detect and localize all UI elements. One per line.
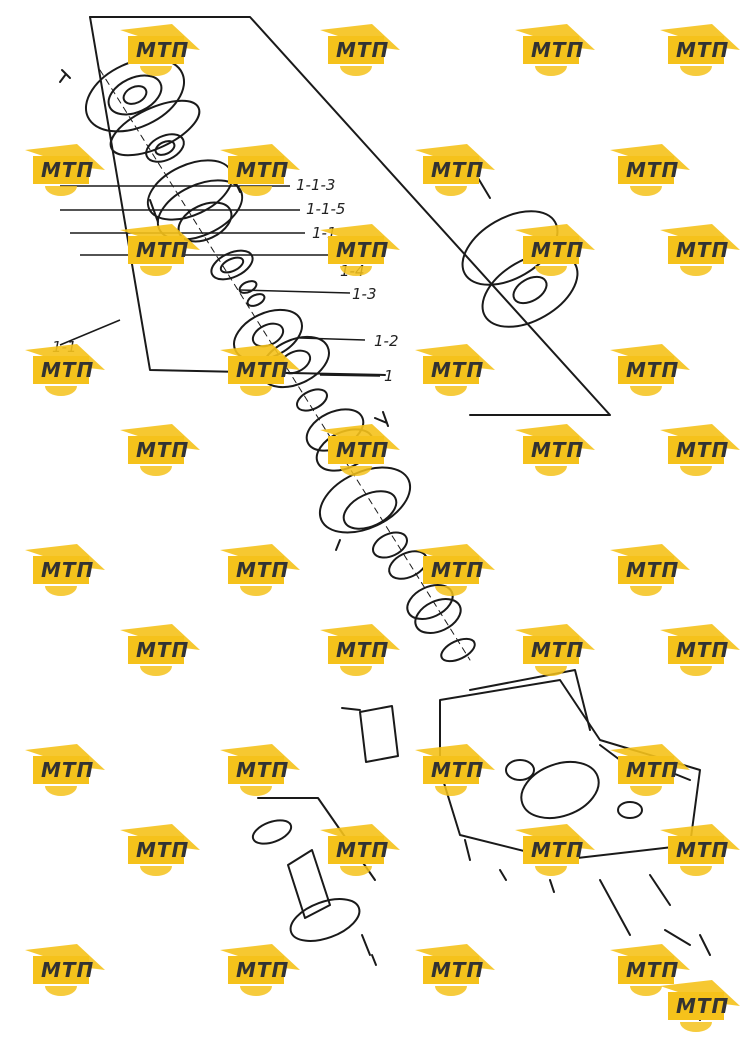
mtp-watermark-logo: МТП	[110, 20, 206, 82]
watermark-text: МТП	[236, 558, 290, 582]
mtp-watermark-logo: МТП	[650, 420, 746, 482]
mtp-watermark-logo: МТП	[210, 140, 306, 202]
mtp-watermark-logo: МТП	[110, 820, 206, 882]
mtp-watermark-logo: МТП	[600, 540, 696, 602]
watermark-text: МТП	[676, 238, 730, 262]
mtp-watermark-logo: МТП	[15, 140, 111, 202]
mtp-watermark-logo: МТП	[505, 20, 601, 82]
mtp-watermark-logo: МТП	[210, 940, 306, 1002]
watermark-text: МТП	[626, 758, 680, 782]
mtp-watermark-logo: МТП	[210, 340, 306, 402]
callout-1-1-3: 1-1-3	[296, 176, 335, 194]
watermark-text: МТП	[676, 38, 730, 62]
callout-1-1-5: 1-1-5	[306, 200, 345, 218]
watermark-text: МТП	[531, 838, 585, 862]
assembly-bracket	[89, 16, 611, 416]
watermark-text: МТП	[336, 638, 390, 662]
watermark-text: МТП	[626, 558, 680, 582]
watermark-text: МТП	[336, 238, 390, 262]
mtp-watermark-logo: МТП	[600, 140, 696, 202]
mtp-watermark-logo: МТП	[405, 340, 501, 402]
mtp-watermark-logo: МТП	[110, 620, 206, 682]
watermark-text: МТП	[41, 758, 95, 782]
mtp-watermark-logo: МТП	[650, 820, 746, 882]
callout-1-3: 1-3	[352, 285, 377, 303]
seal-ring	[440, 637, 476, 663]
watermark-text: МТП	[236, 758, 290, 782]
mtp-watermark-logo: МТП	[505, 620, 601, 682]
watermark-text: МТП	[431, 558, 485, 582]
watermark-text: МТП	[236, 958, 290, 982]
mtp-watermark-logo: МТП	[210, 540, 306, 602]
callout-1-2: 1-2	[374, 332, 399, 350]
small-bearing	[145, 133, 185, 163]
center-axis	[99, 69, 471, 661]
mtp-watermark-logo: МТП	[405, 740, 501, 802]
mtp-watermark-logo: МТП	[600, 740, 696, 802]
watermark-text: МТП	[336, 38, 390, 62]
watermark-text: МТП	[626, 158, 680, 182]
watermark-text: МТП	[236, 158, 290, 182]
mtp-watermark-logo: МТП	[505, 420, 601, 482]
mtp-watermark-logo: МТП	[210, 740, 306, 802]
watermark-text: МТП	[531, 238, 585, 262]
watermark-text: МТП	[136, 238, 190, 262]
mtp-watermark-logo: МТП	[600, 940, 696, 1002]
mtp-watermark-logo: МТП	[505, 820, 601, 882]
mtp-watermark-logo: МТП	[650, 220, 746, 282]
mtp-watermark-logo: МТП	[15, 940, 111, 1002]
watermark-text: МТП	[531, 638, 585, 662]
watermark-text: МТП	[41, 958, 95, 982]
mtp-watermark-logo: МТП	[505, 220, 601, 282]
mtp-watermark-logo: МТП	[310, 220, 406, 282]
mtp-watermark-logo: МТП	[650, 976, 746, 1038]
mtp-watermark-logo: МТП	[405, 140, 501, 202]
watermark-text: МТП	[136, 638, 190, 662]
bearing-1-4	[210, 249, 254, 281]
watermark-text: МТП	[336, 438, 390, 462]
watermark-text: МТП	[431, 358, 485, 382]
mtp-watermark-logo: МТП	[110, 220, 206, 282]
mtp-watermark-logo: МТП	[310, 420, 406, 482]
watermark-text: МТП	[136, 438, 190, 462]
cover-flange	[59, 57, 186, 133]
mtp-watermark-logo: МТП	[650, 20, 746, 82]
output-shaft	[287, 849, 377, 966]
mtp-watermark-logo: МТП	[15, 540, 111, 602]
o-ring	[109, 99, 201, 157]
watermark-text: МТП	[41, 558, 95, 582]
mtp-watermark-logo: МТП	[15, 340, 111, 402]
mtp-watermark-logo: МТП	[15, 740, 111, 802]
watermark-text: МТП	[676, 994, 730, 1018]
callout-1: 1	[384, 367, 394, 385]
watermark-text: МТП	[336, 838, 390, 862]
watermark-text: МТП	[236, 358, 290, 382]
mtp-watermark-logo: МТП	[310, 620, 406, 682]
watermark-text: МТП	[676, 838, 730, 862]
gasket-plate	[359, 705, 399, 763]
watermark-text: МТП	[431, 758, 485, 782]
watermark-text: МТП	[136, 838, 190, 862]
watermark-text: МТП	[626, 958, 680, 982]
watermark-text: МТП	[41, 358, 95, 382]
watermark-text: МТП	[626, 358, 680, 382]
watermark-text: МТП	[431, 158, 485, 182]
output-seal	[251, 819, 293, 845]
mtp-watermark-logo: МТП	[310, 820, 406, 882]
mtp-watermark-logo: МТП	[405, 540, 501, 602]
watermark-text: МТП	[136, 38, 190, 62]
mtp-watermark-logo: МТП	[405, 940, 501, 1002]
watermark-text: МТП	[676, 438, 730, 462]
mtp-watermark-logo: МТП	[110, 420, 206, 482]
watermark-text: МТП	[531, 438, 585, 462]
watermark-text: МТП	[676, 638, 730, 662]
watermark-text: МТП	[531, 38, 585, 62]
watermark-text: МТП	[431, 958, 485, 982]
mtp-watermark-logo: МТП	[310, 20, 406, 82]
mtp-watermark-logo: МТП	[600, 340, 696, 402]
mtp-watermark-logo: МТП	[650, 620, 746, 682]
watermark-text: МТП	[41, 158, 95, 182]
washer-1-3	[238, 280, 258, 294]
